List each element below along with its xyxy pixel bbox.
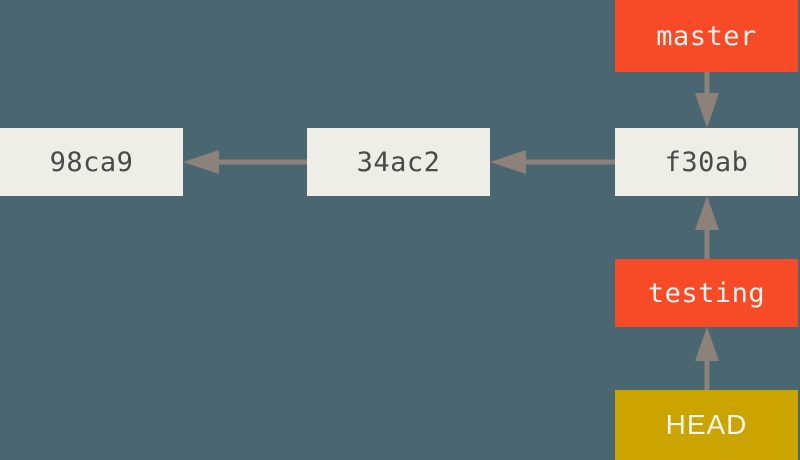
commit-node-f30ab[interactable]: f30ab	[615, 128, 798, 196]
commit-node-98ca9[interactable]: 98ca9	[0, 128, 183, 196]
arrow-34ac2-to-98ca9-icon	[183, 146, 307, 178]
arrow-master-to-f30ab-icon	[690, 72, 724, 128]
arrow-testing-to-f30ab-icon	[690, 196, 724, 259]
branch-node-master[interactable]: master	[615, 0, 798, 72]
head-label: HEAD	[665, 409, 748, 440]
commit-label-98ca9: 98ca9	[49, 146, 134, 178]
commit-label-f30ab: f30ab	[664, 146, 749, 178]
arrow-head-to-testing-icon	[690, 327, 724, 390]
arrow-f30ab-to-34ac2-icon	[490, 146, 615, 178]
commit-label-34ac2: 34ac2	[356, 146, 441, 178]
head-pointer-node[interactable]: HEAD	[615, 390, 798, 460]
branch-label-master: master	[656, 20, 757, 52]
branch-node-testing[interactable]: testing	[615, 259, 798, 327]
commit-node-34ac2[interactable]: 34ac2	[307, 128, 490, 196]
branch-label-testing: testing	[647, 277, 766, 309]
